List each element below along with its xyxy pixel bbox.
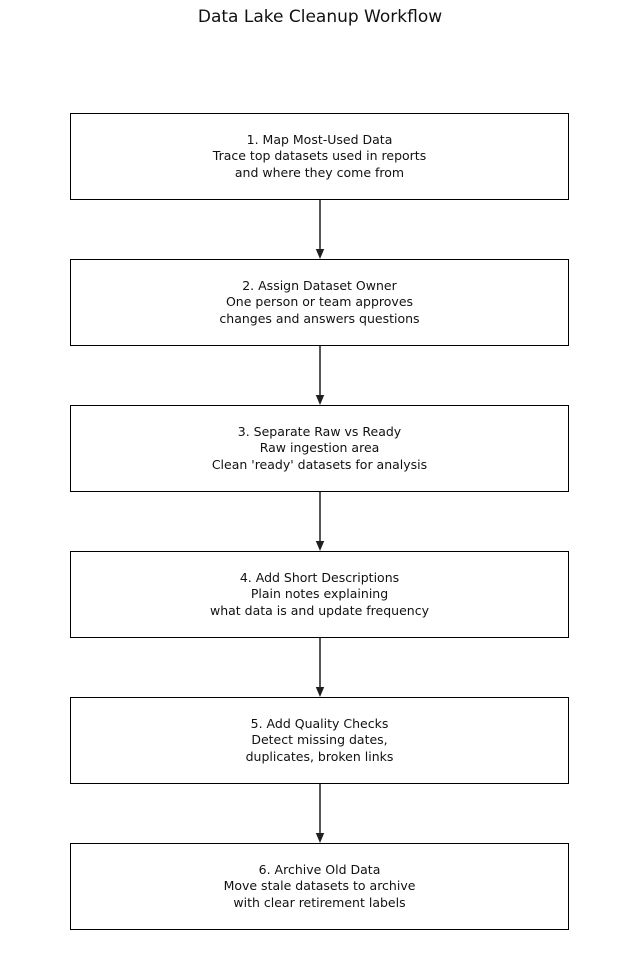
step-title: 2. Assign Dataset Owner	[242, 278, 397, 294]
flow-step-1: 1. Map Most-Used Data Trace top datasets…	[70, 113, 569, 200]
step-description-line: with clear retirement labels	[233, 894, 406, 910]
flow-step-5: 5. Add Quality Checks Detect missing dat…	[70, 697, 569, 784]
step-description-line: Raw ingestion area	[259, 440, 380, 456]
arrow-down-icon	[315, 492, 325, 551]
arrow-down-icon	[315, 784, 325, 843]
arrow-down-icon	[315, 638, 325, 697]
step-title: 3. Separate Raw vs Ready	[237, 424, 402, 440]
step-title: 6. Archive Old Data	[258, 862, 381, 878]
arrow-down-icon	[315, 346, 325, 405]
step-description-line: Detect missing dates,	[251, 732, 388, 748]
step-description-line: what data is and update frequency	[210, 602, 429, 618]
step-title: 5. Add Quality Checks	[250, 716, 389, 732]
diagram-title: Data Lake Cleanup Workflow	[197, 7, 443, 27]
step-description-line: duplicates, broken links	[245, 748, 394, 764]
step-description-line: and where they come from	[234, 164, 405, 180]
flow-step-3: 3. Separate Raw vs Ready Raw ingestion a…	[70, 405, 569, 492]
step-description-line: Move stale datasets to archive	[223, 878, 416, 894]
flow-step-2: 2. Assign Dataset Owner One person or te…	[70, 259, 569, 346]
step-description-line: changes and answers questions	[219, 310, 420, 326]
step-description-line: Clean 'ready' datasets for analysis	[211, 456, 428, 472]
step-title: 1. Map Most-Used Data	[246, 132, 393, 148]
step-description-line: Trace top datasets used in reports	[212, 148, 427, 164]
arrow-down-icon	[315, 200, 325, 259]
step-description-line: One person or team approves	[225, 294, 414, 310]
step-description-line: Plain notes explaining	[250, 586, 389, 602]
step-title: 4. Add Short Descriptions	[239, 570, 400, 586]
flow-step-6: 6. Archive Old Data Move stale datasets …	[70, 843, 569, 930]
flow-step-4: 4. Add Short Descriptions Plain notes ex…	[70, 551, 569, 638]
